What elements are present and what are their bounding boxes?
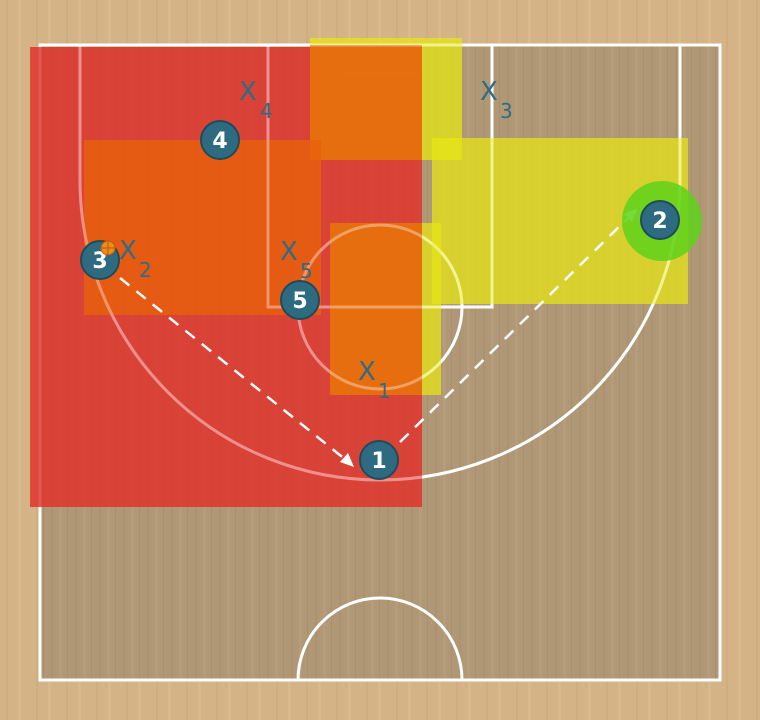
defenders: X 1 X 2 X 3 X 4 X 5 [119,77,513,403]
defender-x5: X 5 [280,237,313,283]
defender-x3: X 3 [480,77,513,123]
offense-player-5-label: 5 [292,289,307,314]
offense-player-2[interactable]: 2 [640,200,680,240]
defender-x5-sub: 5 [300,259,313,283]
defender-x4: X 4 [239,77,273,123]
zone-orange-left [84,140,321,315]
defender-x4-label: X [239,77,257,107]
defender-x2-label: X [119,236,137,266]
offense-player-1-label: 1 [371,449,386,474]
pass-line-1-to-2 [399,215,631,443]
offense-player-1[interactable]: 1 [359,440,399,480]
defender-x2-sub: 2 [139,258,152,282]
defender-x1-label: X [358,357,376,387]
defender-x1: X 1 [358,357,391,403]
zone-orange-top [310,45,422,160]
offense-player-2-label: 2 [652,209,667,234]
offense-player-4[interactable]: 4 [200,120,240,160]
offense-player-5[interactable]: 5 [280,280,320,320]
offense-player-4-label: 4 [212,129,227,154]
defender-x1-sub: 1 [378,379,391,403]
pass-arrowhead-1 [340,453,354,467]
defender-x2: X 2 [119,236,152,282]
defender-x4-sub: 4 [260,99,273,123]
offense-players: 1 2 3 4 5 [80,120,680,480]
zone-orange-middle [330,223,422,395]
basketball-icon [100,240,116,256]
defender-x5-label: X [280,237,298,267]
defender-x3-sub: 3 [500,99,513,123]
defender-x3-label: X [480,77,498,107]
center-circle [296,596,464,681]
pass-line-3-to-1 [119,277,347,461]
offense-player-3-label: 3 [92,249,107,274]
